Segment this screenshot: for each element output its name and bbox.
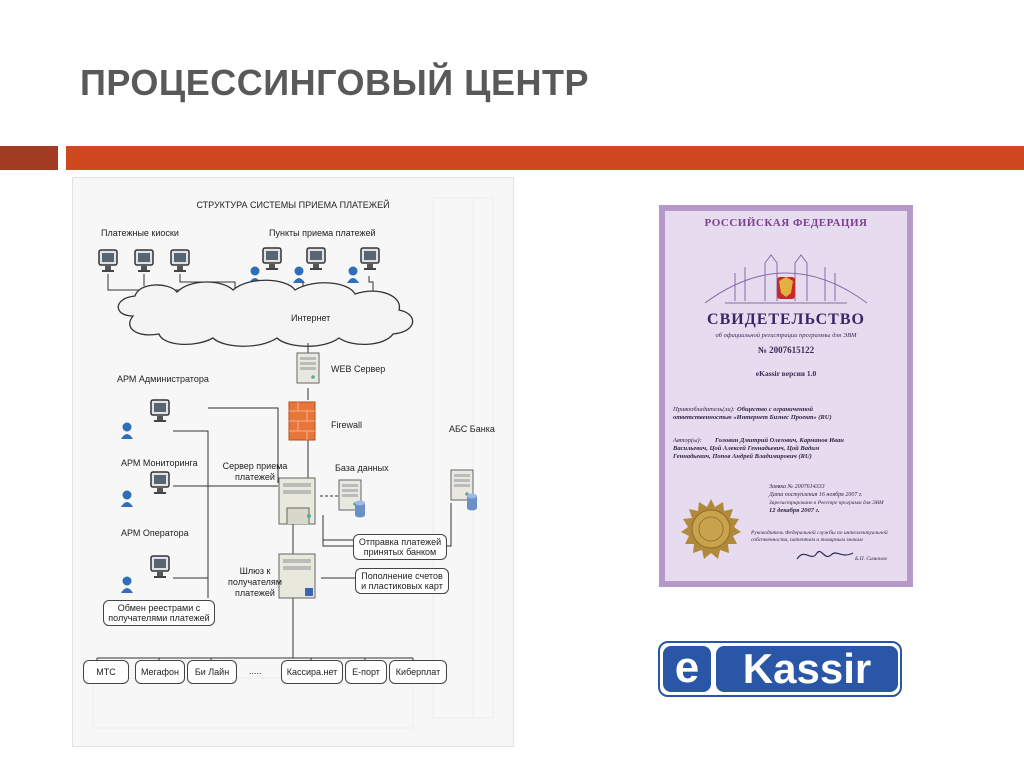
topup-line1: Пополнение счетов bbox=[361, 571, 443, 581]
gateway-server-icon bbox=[278, 553, 316, 599]
recipient-megafon: Мегафон bbox=[135, 660, 185, 684]
kiosks-label: Платежные киоски bbox=[101, 228, 179, 238]
server-label-line2: платежей bbox=[235, 472, 275, 482]
internet-label: Интернет bbox=[291, 313, 331, 323]
certificate-title: СВИДЕТЕЛЬСТВО bbox=[707, 311, 865, 328]
logo-part-kassir: Kassir bbox=[716, 646, 898, 692]
application-number: Заявка № 2007614333 bbox=[769, 484, 825, 490]
gateway-label-line2: получателям bbox=[228, 577, 282, 587]
web-server-icon bbox=[296, 352, 320, 384]
abs-label: АБС Банка bbox=[449, 424, 495, 434]
diagram-title: СТРУКТУРА СИСТЕМЫ ПРИЕМА ПЛАТЕЖЕЙ bbox=[196, 200, 390, 210]
recipient-mts: МТС bbox=[83, 660, 129, 684]
payment-points-label: Пункты приема платежей bbox=[269, 228, 376, 238]
core-links bbox=[96, 343, 452, 668]
payment-server-icon bbox=[278, 477, 316, 525]
server-label-line1: Сервер приема bbox=[222, 461, 288, 471]
holder-line2: ответственностью «Интернет Бизнес Проект… bbox=[673, 414, 832, 421]
ekassir-logo: e Kassir bbox=[658, 641, 902, 697]
authors-label: Автор(ы): bbox=[673, 437, 702, 444]
registered-label: Зарегистрировано в Реестре программ для … bbox=[769, 500, 884, 506]
authors-line1: Головин Дмитрий Олегович, Карманов Иван bbox=[715, 437, 844, 444]
certificate-frame: РОССИЙСКАЯ ФЕДЕРАЦИЯ СВИДЕТЕЛЬСТВО об оф… bbox=[659, 205, 913, 587]
topup-box: Пополнение счетов и пластиковых карт bbox=[355, 568, 449, 594]
slide-title: ПРОЦЕССИНГОВЫЙ ЦЕНТР bbox=[80, 62, 589, 103]
registry-exchange-box: Обмен реестрами с получателями платежей bbox=[103, 600, 215, 626]
send-payments-line1: Отправка платежей bbox=[358, 537, 442, 547]
filing-date: Дата поступления 16 ноября 2007 г. bbox=[769, 492, 863, 498]
gateway-label-line1: Шлюз к bbox=[239, 566, 271, 576]
registry-exchange-line2: получателями платежей bbox=[108, 613, 210, 623]
arm-admin-label: АРМ Администратора bbox=[117, 374, 209, 384]
internet-cloud bbox=[117, 279, 414, 347]
recipient-kassira: Кассира.нет bbox=[281, 660, 343, 684]
kiosk-monitor-icons bbox=[98, 249, 190, 273]
accent-bar-left bbox=[0, 146, 58, 170]
authors-line3: Геннадьевич, Попов Андрей Владимирович (… bbox=[673, 453, 812, 460]
recipient-cyberplat: Киберплат bbox=[389, 660, 447, 684]
recipient-beeline: Би Лайн bbox=[187, 660, 237, 684]
firewall-icon bbox=[288, 401, 316, 441]
send-payments-box: Отправка платежей принятых банком bbox=[353, 534, 447, 560]
topup-line2: и пластиковых карт bbox=[361, 581, 443, 591]
background-grid bbox=[92, 197, 494, 729]
gateway-label-line3: платежей bbox=[235, 588, 275, 598]
firewall-label: Firewall bbox=[331, 420, 363, 430]
director-note-line1: Руководитель Федеральной службы по интел… bbox=[751, 530, 888, 536]
database-label: База данных bbox=[335, 463, 389, 473]
logo-part-e: e bbox=[663, 646, 711, 692]
arm-monitoring-label: АРМ Мониторинга bbox=[121, 458, 198, 468]
diagram-drawing bbox=[92, 197, 494, 729]
holder-line1: Общество с ограниченной bbox=[737, 406, 814, 413]
signature-icon bbox=[796, 551, 854, 560]
authors-line2: Васильевич, Цой Алексей Геннадьевич, Цой… bbox=[673, 445, 820, 452]
accent-bar bbox=[66, 146, 1024, 170]
payment-point-icons bbox=[249, 247, 380, 283]
holder-label: Правообладатель(ли): bbox=[673, 406, 735, 413]
certificate-number: № 2007615122 bbox=[757, 345, 815, 355]
registered-date: 12 декабря 2007 г. bbox=[769, 507, 820, 514]
registry-exchange-line1: Обмен реестрами с bbox=[117, 603, 201, 613]
recipient-more: ..... bbox=[249, 666, 262, 676]
arm-admin-icon bbox=[121, 399, 170, 439]
certificate-program: eKassir версия 1.0 bbox=[755, 369, 817, 378]
database-icon bbox=[338, 479, 365, 518]
director-note-line2: собственности, патентам и товарным знака… bbox=[751, 537, 863, 543]
signer-name: Б.П. Симонов bbox=[855, 556, 887, 562]
web-server-label: WEB Сервер bbox=[331, 364, 386, 374]
kremlin-emblem-icon bbox=[704, 254, 868, 304]
network-diagram: СТРУКТУРА СИСТЕМЫ ПРИЕМА ПЛАТЕЖЕЙ Платеж… bbox=[72, 177, 514, 747]
gold-seal-icon bbox=[681, 499, 741, 559]
abs-server-icon bbox=[450, 469, 477, 511]
registration-certificate: РОССИЙСКАЯ ФЕДЕРАЦИЯ СВИДЕТЕЛЬСТВО об оф… bbox=[645, 193, 927, 598]
certificate-subtitle: об официальной регистрации программы для… bbox=[715, 332, 857, 339]
arm-monitoring-icon bbox=[121, 471, 170, 507]
send-payments-line2: принятых банком bbox=[363, 547, 437, 557]
arm-operator-label: АРМ Оператора bbox=[121, 528, 189, 538]
arm-operator-icon bbox=[121, 555, 170, 593]
certificate-country: РОССИЙСКАЯ ФЕДЕРАЦИЯ bbox=[704, 217, 868, 229]
recipient-eport: Е-порт bbox=[345, 660, 387, 684]
